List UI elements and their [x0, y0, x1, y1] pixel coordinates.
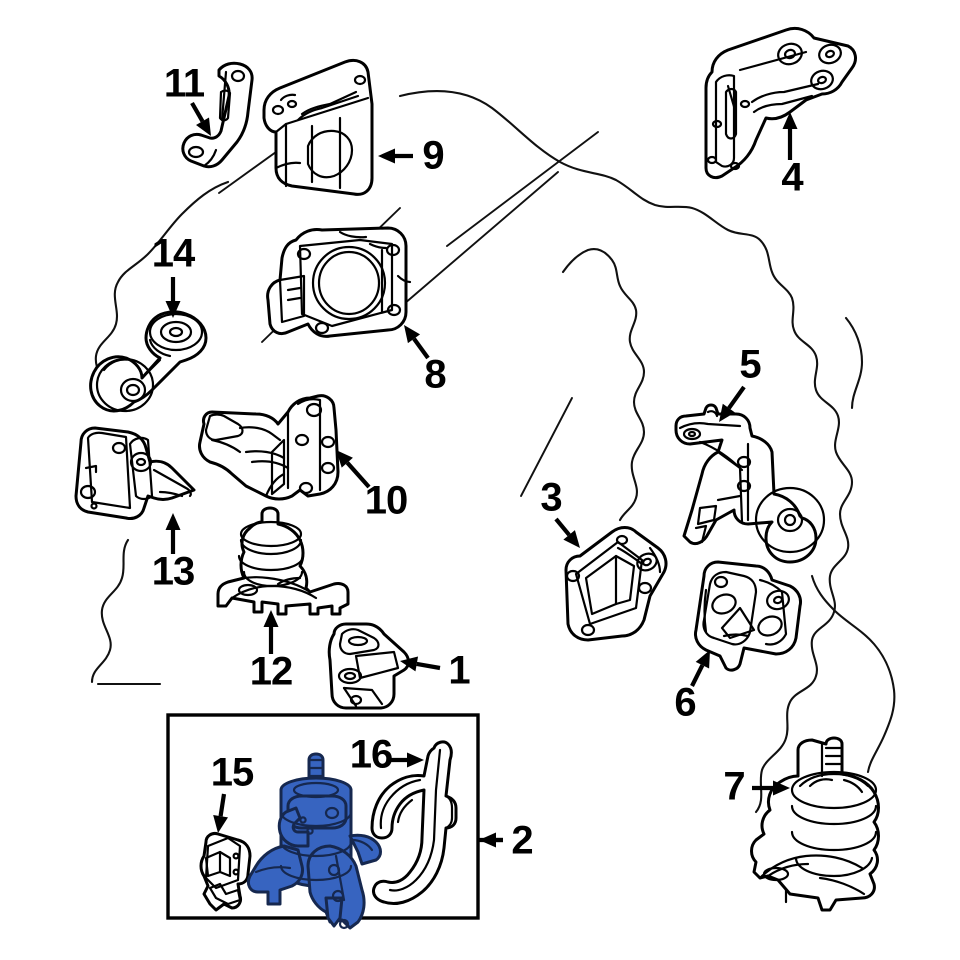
- callout-7[interactable]: 7: [723, 765, 790, 809]
- callout-2[interactable]: 2: [479, 819, 534, 863]
- callout-6-arrow-head: [695, 650, 710, 669]
- callout-15-arrow-head: [213, 815, 228, 833]
- callout-8[interactable]: 8: [404, 325, 447, 397]
- callout-number-1: 1: [448, 649, 470, 693]
- callout-6-arrow-shaft: [690, 664, 705, 687]
- callout-number-8: 8: [424, 353, 446, 397]
- callout-9-arrow-head: [378, 148, 395, 164]
- callout-11-arrow-head: [196, 117, 211, 136]
- part-6-engine-mounting-bracket[interactable]: [694, 560, 802, 672]
- callout-13-arrow-head: [165, 513, 181, 530]
- part-13-engine-mounting-bracket[interactable]: [74, 426, 196, 520]
- part-5-engine-mount-stay[interactable]: [674, 403, 826, 564]
- part-4-engine-mounting-bracket[interactable]: [704, 26, 857, 180]
- callout-1-arrow-head: [400, 656, 419, 672]
- callout-5-arrow-head: [719, 403, 735, 422]
- engine-silhouette-background: [90, 90, 896, 814]
- part-7-engine-mount-insulator[interactable]: [750, 736, 880, 912]
- callout-16-arrow-head: [407, 752, 424, 768]
- part-3-engine-mounting-bracket[interactable]: [564, 526, 668, 642]
- callout-4[interactable]: 4: [781, 112, 805, 200]
- callout-8-arrow-head: [404, 325, 421, 344]
- callout-number-9: 9: [422, 134, 443, 178]
- callout-number-16: 16: [350, 733, 393, 777]
- callout-1[interactable]: 1: [400, 649, 471, 693]
- part-12-engine-mount-insulator[interactable]: [216, 506, 350, 616]
- callout-4-arrow-head: [782, 112, 798, 129]
- callout-3[interactable]: 3: [540, 476, 580, 548]
- callout-number-11: 11: [164, 62, 205, 106]
- callout-number-3: 3: [540, 476, 561, 520]
- highlighted-engine-mount-insulator[interactable]: [246, 752, 382, 930]
- callout-16[interactable]: 16: [350, 733, 424, 777]
- callout-8-arrow-shaft: [412, 337, 430, 360]
- callout-number-15: 15: [211, 751, 254, 795]
- part-14-torque-rod[interactable]: [89, 310, 208, 413]
- callout-15[interactable]: 15: [211, 751, 255, 833]
- callout-9[interactable]: 9: [378, 134, 445, 178]
- callout-3-arrow-shaft: [554, 517, 571, 537]
- callout-13[interactable]: 13: [152, 513, 195, 594]
- part-11-engine-mount-stay[interactable]: [181, 61, 254, 169]
- callout-10[interactable]: 10: [336, 450, 408, 523]
- part-15-mount-stopper[interactable]: [199, 832, 252, 912]
- callout-5-arrow-shaft: [727, 385, 746, 410]
- callout-14[interactable]: 14: [152, 232, 197, 318]
- callout-number-13: 13: [152, 550, 195, 594]
- callout-number-4: 4: [781, 156, 804, 200]
- part-10-engine-mounting-bracket[interactable]: [198, 394, 340, 501]
- callout-number-10: 10: [365, 479, 408, 523]
- callout-11-arrow-shaft: [190, 101, 205, 123]
- callout-number-6: 6: [674, 681, 695, 725]
- callout-14-arrow-head: [165, 301, 181, 318]
- callout-12-arrow-head: [263, 610, 279, 627]
- callout-1-arrow-shaft: [416, 661, 441, 671]
- part-16-mount-bracket-stay[interactable]: [370, 740, 458, 906]
- callout-10-arrow-shaft: [345, 461, 371, 489]
- callout-number-2: 2: [511, 819, 532, 863]
- callout-11[interactable]: 11: [164, 62, 211, 136]
- group-box-2: [166, 713, 480, 920]
- callout-15-arrow-shaft: [218, 793, 227, 817]
- callout-10-arrow-head: [336, 450, 353, 468]
- callout-number-12: 12: [250, 650, 293, 694]
- part-9-engine-mount-cover[interactable]: [262, 58, 374, 196]
- callout-number-5: 5: [739, 343, 761, 387]
- callout-6[interactable]: 6: [674, 650, 710, 725]
- callout-7-arrow-head: [773, 780, 790, 796]
- callout-12[interactable]: 12: [250, 610, 293, 694]
- callout-5[interactable]: 5: [719, 343, 762, 422]
- callout-3-arrow-head: [563, 530, 580, 548]
- callout-number-14: 14: [152, 232, 196, 276]
- callout-number-7: 7: [723, 765, 744, 809]
- part-1-engine-mount-bracket[interactable]: [327, 622, 410, 710]
- callout-2-arrow-head: [479, 832, 496, 848]
- part-8-engine-mounting-bracket[interactable]: [266, 226, 412, 338]
